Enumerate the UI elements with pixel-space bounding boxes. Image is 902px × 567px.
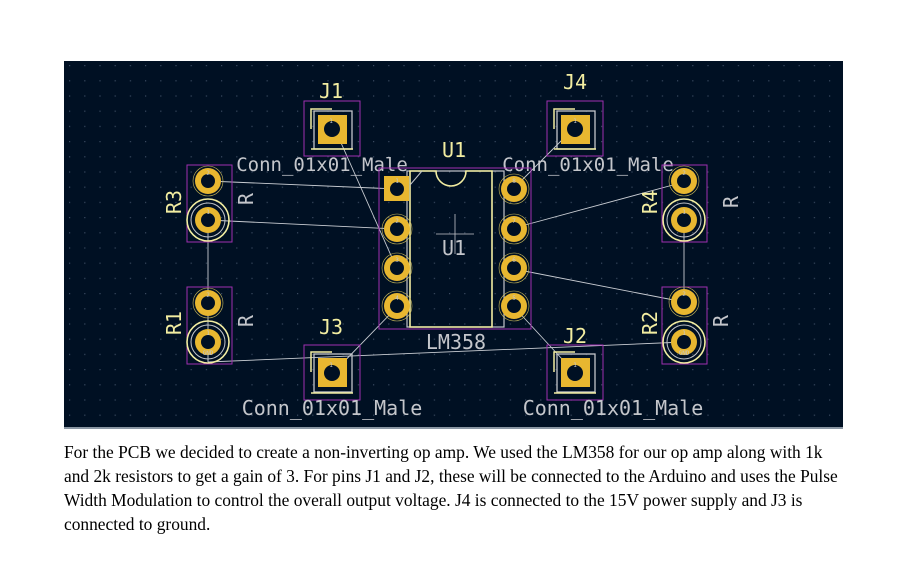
connector-j4[interactable]: 1 J4 Conn_01x01_Male: [502, 70, 674, 176]
r1-reference: R1: [162, 311, 186, 335]
j3-pin-number: 1: [329, 362, 333, 369]
j4-silk-outline: [553, 108, 596, 150]
u1-pad-7[interactable]: 7: [498, 213, 530, 245]
u1-pin-number-3: 3: [395, 257, 399, 264]
j1-drill: [324, 121, 340, 137]
j3-reference: J3: [319, 315, 343, 339]
r1-courtyard: [186, 286, 233, 365]
connector-j3[interactable]: 1 J3 Conn_01x01_Male: [242, 315, 423, 420]
u1-pad-2[interactable]: 2: [381, 213, 413, 245]
u1-pin-number-5: 5: [512, 295, 516, 302]
u1-pad-1[interactable]: 1: [384, 176, 409, 201]
u1-pin-number-7: 7: [512, 218, 516, 225]
r2-value: R: [709, 314, 733, 327]
resistor-r1[interactable]: 2 1 GND R1 R: [162, 286, 258, 365]
u1-pin-number-6: 6: [512, 257, 516, 264]
r3-pin-number-2: 2: [206, 170, 210, 177]
u1-pad-8[interactable]: 8: [498, 173, 530, 205]
u1-pin1-chamfer: [409, 170, 423, 186]
r1-pad-2[interactable]: 2: [192, 287, 224, 319]
ratsnest-r3p2-u1p1: [207, 180, 398, 190]
r4-value: R: [719, 195, 743, 208]
r2-reference: R2: [638, 311, 662, 335]
ratsnest-u1p7-r4p2: [513, 181, 685, 229]
r3-pad-1[interactable]: 1: [186, 198, 230, 242]
j2-silk-outline: [553, 351, 596, 394]
j3-drill: [324, 365, 340, 381]
j4-courtyard: [546, 100, 604, 157]
u1-pin-number-2: 2: [395, 218, 399, 225]
u1-pad-5[interactable]: 5: [498, 290, 530, 322]
connector-j1[interactable]: 1 J1 Conn_01x01_Male: [236, 79, 408, 176]
r3-value: R: [234, 192, 258, 205]
r1-pin-number-2: 2: [206, 292, 210, 299]
caption-paragraph: For the PCB we decided to create a non-i…: [64, 442, 838, 534]
u1-pin-number-1: 1: [395, 178, 399, 185]
j2-pin-number: 1: [573, 362, 577, 369]
j4-pin-number: 1: [573, 118, 577, 125]
j1-pin-number: 1: [329, 118, 333, 125]
r2-pad-1[interactable]: 1 GND: [662, 320, 706, 364]
u1-fab-reference: U1: [442, 236, 466, 260]
grid-dots: [64, 61, 843, 427]
r1-pad-1[interactable]: 1 GND: [186, 320, 230, 364]
r1-net-label: GND: [203, 350, 214, 357]
r3-pin-number-1: 1: [206, 209, 210, 216]
j3-fab-outline: [313, 353, 353, 393]
j1-value: Conn_01x01_Male: [236, 154, 408, 176]
j1-courtyard: [303, 100, 361, 157]
u1-pad-3[interactable]: 3: [381, 252, 413, 284]
u1-value: LM358: [426, 330, 486, 354]
u1-pad-6[interactable]: 6: [498, 252, 530, 284]
j4-drill: [567, 121, 583, 137]
r4-pad-1[interactable]: 1: [662, 198, 706, 242]
r4-pin-number-1: 1: [682, 209, 686, 216]
j1-reference: J1: [319, 79, 343, 103]
r1-value: R: [234, 314, 258, 327]
j3-silk-outline: [310, 351, 353, 394]
resistor-r2[interactable]: 2 1 GND R2 R: [638, 286, 733, 365]
r2-net-label: GND: [679, 350, 690, 357]
u1-pin-number-4: 4: [395, 295, 399, 302]
u1-silk-outline: [409, 170, 493, 328]
j2-fab-outline: [556, 353, 596, 393]
r4-pin-number-2: 2: [682, 170, 686, 177]
r4-reference: R4: [638, 190, 662, 214]
r3-courtyard: [186, 164, 233, 243]
j2-value: Conn_01x01_Male: [523, 396, 704, 420]
ratsnest-u1p6-r2p2: [513, 268, 685, 303]
resistor-r4[interactable]: 2 1 R4 R: [638, 164, 743, 243]
r2-pin-number-1: 1: [682, 330, 686, 337]
j4-reference: J4: [563, 70, 587, 94]
r4-courtyard: [661, 164, 708, 243]
j2-courtyard: [546, 344, 604, 401]
u1-courtyard: [378, 167, 532, 330]
j2-reference: J2: [563, 324, 587, 348]
ratsnest-j1-u1p3: [333, 126, 398, 270]
u1-reference: U1: [442, 138, 466, 162]
r3-reference: R3: [162, 190, 186, 214]
j4-value: Conn_01x01_Male: [502, 154, 674, 176]
r4-pad-2[interactable]: 2: [668, 165, 700, 197]
j3-value: Conn_01x01_Male: [242, 396, 423, 420]
pcb-bottom-border: [64, 427, 843, 429]
r2-pad-2[interactable]: 2: [668, 286, 700, 318]
pcb-canvas: 1 J1 Conn_01x01_Male 1 J4 Conn_01x01_Mal…: [64, 61, 843, 427]
r2-pin-number-2: 2: [682, 291, 686, 298]
pcb-layout-view: 1 J1 Conn_01x01_Male 1 J4 Conn_01x01_Mal…: [64, 61, 843, 427]
j2-drill: [567, 365, 583, 381]
ratsnest-gnd: [207, 341, 685, 363]
ratsnest-r3p1-u1p2: [207, 219, 398, 230]
u1-pin-number-8: 8: [512, 178, 516, 185]
j1-silk-outline: [310, 108, 353, 150]
connector-j2[interactable]: 1 J2 Conn_01x01_Male: [523, 324, 704, 420]
j3-courtyard: [303, 344, 361, 401]
r3-pad-2[interactable]: 2: [192, 165, 224, 197]
ic-u1[interactable]: U1 U1 LM358 1 2 3 4: [378, 138, 532, 354]
resistor-r3[interactable]: 2 1 R3 R: [162, 164, 258, 243]
u1-pad-4[interactable]: 4: [381, 290, 413, 322]
r1-pin-number-1: 1: [206, 330, 210, 337]
